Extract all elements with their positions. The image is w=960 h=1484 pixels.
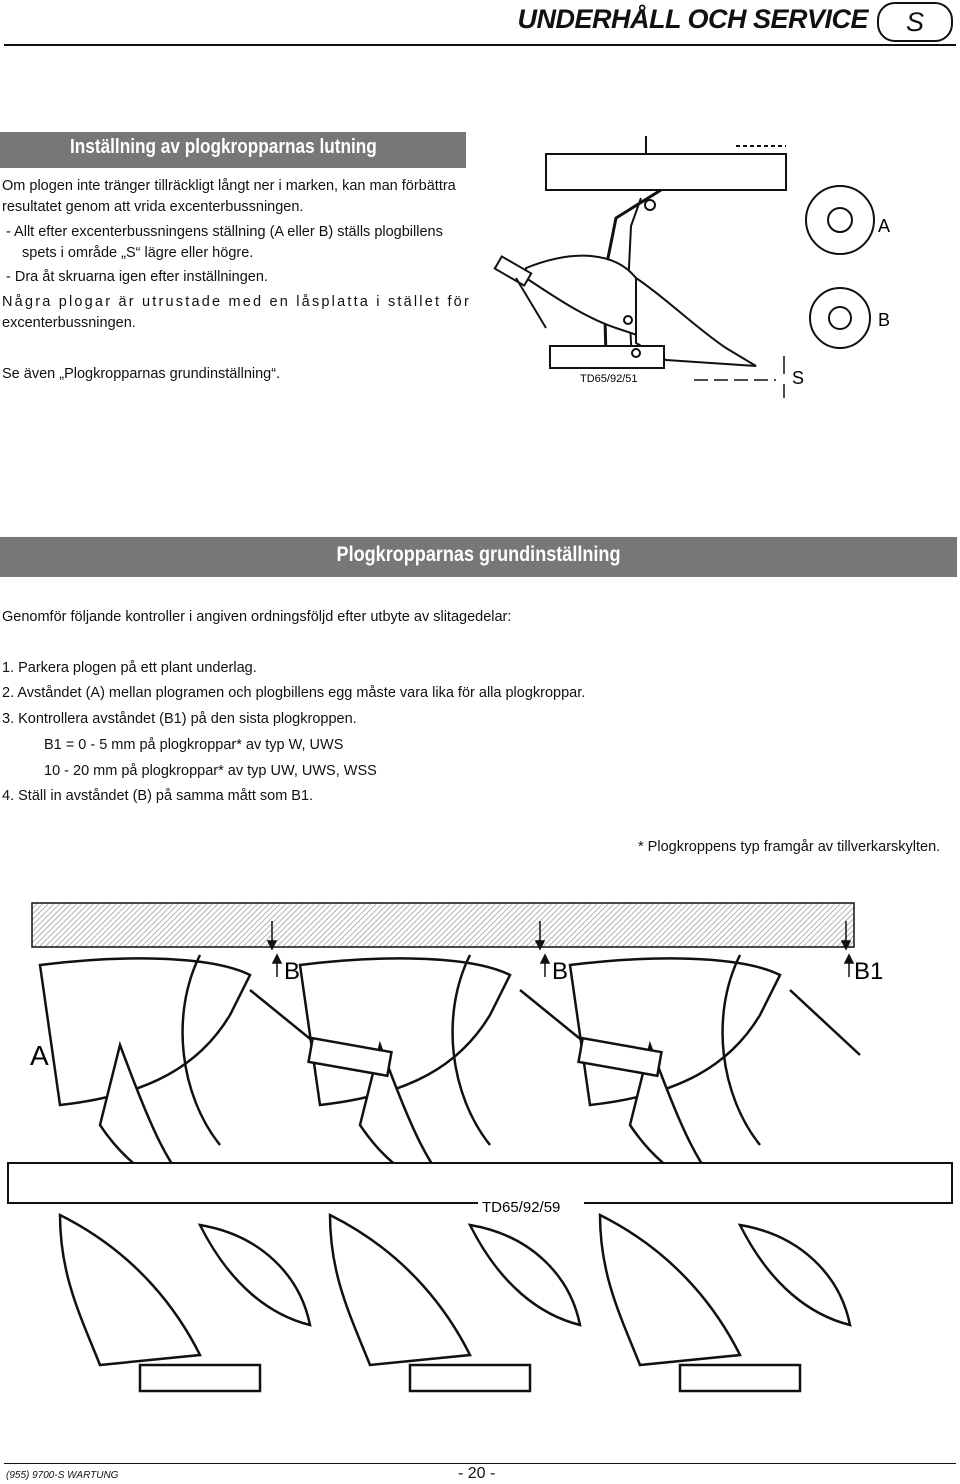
step-item: 1. Parkera plogen på ett plant underlag.: [2, 660, 257, 676]
figure-code: TD65/92/51: [580, 373, 637, 385]
step-item: 4. Ställ in avståndet (B) på samma mått …: [2, 788, 314, 804]
label-a: A: [30, 1040, 49, 1071]
plough-bodies-diagram: TD65/92/59 A B B B1: [7, 902, 953, 1393]
page-header-title: UNDERHÅLL OCH SERVICE: [517, 4, 868, 34]
paragraph-line: excenterbussningen.: [2, 315, 136, 331]
eccentric-bushing-diagram: TD65/92/51 A B S: [493, 136, 890, 398]
label-b: B: [284, 958, 300, 985]
label-a: A: [878, 216, 890, 236]
step-item: 2. Avståndet (A) mellan plogramen och pl…: [2, 685, 586, 701]
see-also-line: Se även „Plogkropparnas grundinställning…: [2, 366, 281, 382]
step-detail: 10 - 20 mm på plogkroppar* av typ UW, UW…: [44, 763, 377, 779]
step-item: 3. Kontrollera avståndet (B1) på den sis…: [2, 711, 357, 727]
section-heading-bar: Inställning av plogkropparnas lutning: [0, 132, 466, 168]
intro-text: Genomför följande kontroller i angiven o…: [2, 609, 512, 625]
bullet-line-cont: spets i område „S“ lägre eller högre.: [22, 245, 254, 261]
paragraph-line: Några plogar är utrustade med en låsplat…: [2, 294, 471, 310]
section-heading-bar: Plogkropparnas grundinställning: [0, 537, 957, 577]
section-heading: Plogkropparnas grundinställning: [336, 543, 621, 566]
footnote: * Plogkroppens typ framgår av tillverkar…: [638, 839, 941, 855]
paragraph-line: Om plogen inte tränger tillräckligt lång…: [2, 178, 456, 194]
page-number: - 20 -: [458, 1465, 496, 1482]
label-s: S: [792, 368, 804, 388]
bullet-line: - Allt efter excenterbussningens ställni…: [6, 224, 443, 240]
label-b: B: [878, 310, 890, 330]
step-detail: B1 = 0 - 5 mm på plogkroppar* av typ W, …: [44, 737, 344, 753]
footer-doc-code: (955) 9700-S WARTUNG: [6, 1470, 119, 1481]
label-b: B: [552, 958, 568, 985]
header-rule: [4, 44, 956, 46]
section-heading: Inställning av plogkropparnas lutning: [70, 136, 377, 158]
figure-code: TD65/92/59: [482, 1199, 560, 1216]
paragraph-line: resultatet genom att vrida excenterbussn…: [2, 199, 304, 215]
bullet-line: - Dra åt skruarna igen efter inställning…: [6, 269, 268, 285]
label-b1: B1: [854, 958, 883, 985]
footer-rule: [4, 1463, 956, 1464]
section-badge: S: [877, 2, 953, 42]
